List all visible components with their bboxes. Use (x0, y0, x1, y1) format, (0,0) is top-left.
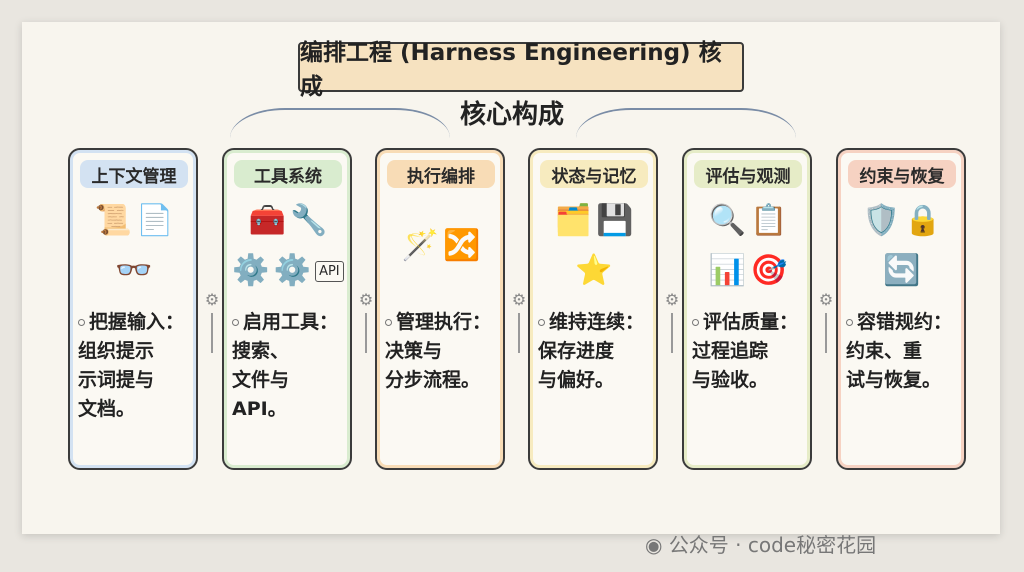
bullet-icon (232, 319, 239, 326)
card-label: 评估与观测 (694, 160, 802, 188)
gear-connector: ⚙ (204, 290, 220, 357)
bullet-icon (385, 319, 392, 326)
bullet-icon (846, 319, 853, 326)
gear-icon: ⚙ (664, 290, 680, 309)
gear-connector: ⚙ (511, 290, 527, 357)
illustration-icon: 📋 (750, 203, 788, 238)
card-illustration: 🪄🔀 (383, 198, 499, 294)
component-card: 执行编排 🪄🔀 管理执行： 决策与分步流程。 (375, 148, 505, 470)
subtitle: 核心构成 (459, 100, 564, 130)
gear-icon: ⚙ (511, 290, 527, 309)
description-line: 与验收。 (692, 369, 769, 391)
gear-icon: ⚙ (358, 290, 374, 309)
title-banner: 编排工程 (Harness Engineering) 核成 (282, 40, 760, 100)
illustration-icon: 🧰 (248, 203, 286, 238)
card-label: 工具系统 (234, 160, 342, 188)
description-line: 与偏好。 (538, 369, 615, 391)
gear-connector: ⚙ (818, 290, 834, 357)
illustration-icon: 🎯 (750, 253, 788, 288)
description-line: API。 (232, 398, 287, 420)
description-line: 管理执行： (385, 308, 503, 337)
card-description: 维持连续： 保存进度与偏好。 (538, 308, 656, 395)
description-line: 过程追踪 (692, 340, 769, 362)
illustration-icon: 🔀 (443, 228, 481, 263)
bullet-icon (78, 319, 85, 326)
description-line: 搜索、 (232, 340, 290, 362)
card-illustration: 🧰🔧⚙️⚙️API (230, 198, 346, 294)
illustration-icon: 🔒 (904, 203, 942, 238)
illustration-icon: 🔧 (290, 203, 328, 238)
description-line: 保存进度 (538, 340, 615, 362)
description-line: 容错规约： (846, 308, 964, 337)
illustration-icon: ⚙️ (232, 253, 270, 288)
card-illustration: 🔍📋📊🎯 (690, 198, 806, 294)
illustration-icon: 📄 (136, 203, 174, 238)
description-line: 维持连续： (538, 308, 656, 337)
card-illustration: 📜📄 👓 (76, 198, 192, 294)
illustration-icon: 📜 (94, 203, 132, 238)
bullet-icon (692, 319, 699, 326)
description-line: 组织提示 (78, 340, 155, 362)
description-line: 文件与 (232, 369, 290, 391)
description-line: 决策与 (385, 340, 443, 362)
description-line: 分步流程。 (385, 369, 481, 391)
component-card: 评估与观测 🔍📋📊🎯 评估质量： 过程追踪与验收。 (682, 148, 812, 470)
gear-connector: ⚙ (358, 290, 374, 357)
description-line: 示词提与 (78, 369, 155, 391)
card-label: 状态与记忆 (540, 160, 648, 188)
gear-icon: ⚙ (818, 290, 834, 309)
description-line: 把握输入： (78, 308, 196, 337)
component-card: 上下文管理 📜📄 👓 把握输入： 组织提示示词提与文档。 (68, 148, 198, 470)
arrow-left-arc (230, 108, 450, 168)
card-description: 容错规约： 约束、重试与恢复。 (846, 308, 964, 395)
description-line: 文档。 (78, 398, 136, 420)
card-illustration: 🛡️🔒 🔄 (844, 198, 960, 294)
bullet-icon (538, 319, 545, 326)
gear-icon: ⚙ (204, 290, 220, 309)
wechat-icon: ◉ (645, 533, 669, 557)
illustration-icon: 📊 (708, 253, 746, 288)
description-line: 评估质量： (692, 308, 810, 337)
illustration-icon: 🔍 (708, 203, 746, 238)
illustration-icon: API (315, 260, 344, 282)
illustration-icon: ⭐ (575, 253, 613, 288)
card-description: 启用工具： 搜索、文件与 API。 (232, 308, 350, 424)
card-description: 管理执行： 决策与分步流程。 (385, 308, 503, 395)
illustration-icon: 🛡️ (862, 203, 900, 238)
illustration-icon: ⚙️ (273, 253, 312, 288)
arrow-right-arc (576, 108, 796, 168)
card-label: 上下文管理 (80, 160, 188, 188)
card-illustration: 🗂️💾 ⭐ (536, 198, 652, 294)
gear-connector: ⚙ (664, 290, 680, 357)
illustration-icon: 👓 (115, 253, 153, 288)
card-description: 评估质量： 过程追踪与验收。 (692, 308, 810, 395)
illustration-icon: 🗂️ (554, 203, 592, 238)
watermark: ◉ 公众号 · code秘密花园 (645, 533, 877, 557)
illustration-icon: 🔄 (883, 253, 921, 288)
description-line: 约束、重 (846, 340, 923, 362)
description-line: 启用工具： (232, 308, 350, 337)
component-card: 约束与恢复 🛡️🔒 🔄 容错规约： 约束、重试与恢复。 (836, 148, 966, 470)
description-line: 试与恢复。 (846, 369, 942, 391)
component-card: 状态与记忆 🗂️💾 ⭐ 维持连续： 保存进度与偏好。 (528, 148, 658, 470)
illustration-icon: 💾 (596, 203, 634, 238)
card-label: 执行编排 (387, 160, 495, 188)
card-description: 把握输入： 组织提示示词提与文档。 (78, 308, 196, 424)
illustration-icon: 🪄 (401, 228, 439, 263)
card-label: 约束与恢复 (848, 160, 956, 188)
